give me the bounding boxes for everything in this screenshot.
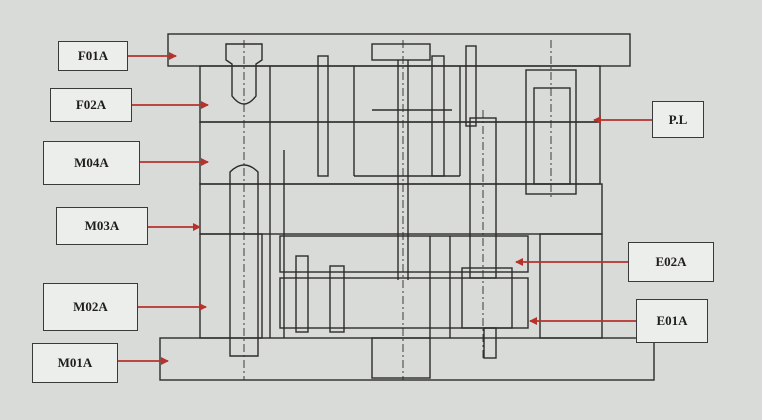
sprue-bushing-head xyxy=(371,43,431,61)
guide-pin-left xyxy=(229,164,259,357)
ejector-retainer-plate xyxy=(279,235,529,273)
cavity-plate xyxy=(199,65,601,123)
ejector-pin-right xyxy=(431,55,445,177)
ejector-pin-right-2 xyxy=(465,45,477,127)
label-f02a: F02A xyxy=(50,88,132,122)
guide-bushing-top xyxy=(225,43,263,105)
label-m03a: M03A xyxy=(56,207,148,245)
label-m01a: M01A xyxy=(32,343,118,383)
support-plate xyxy=(199,183,603,235)
guide-bushing-right xyxy=(525,69,577,195)
label-m02a: M02A xyxy=(43,283,138,331)
label-e01a: E01A xyxy=(636,299,708,343)
top-clamp-plate xyxy=(167,33,631,67)
spacer-block-right xyxy=(539,233,603,339)
label-e02a: E02A xyxy=(628,242,714,282)
spacer-block-left xyxy=(199,233,263,339)
core-plate xyxy=(199,121,601,185)
bottom-clamp-plate xyxy=(159,337,655,381)
ejector-pin-left-2 xyxy=(329,265,345,333)
label-m04a: M04A xyxy=(43,141,140,185)
label-pl: P.L xyxy=(652,101,704,138)
ejector-pin-left-3 xyxy=(295,255,309,333)
guide-bushing-right-inner xyxy=(533,87,571,185)
ejector-plate xyxy=(279,277,529,329)
return-pin-stub xyxy=(483,327,497,359)
label-f01a: F01A xyxy=(58,41,128,71)
knockout-hole xyxy=(371,337,431,379)
ejector-pin-left xyxy=(317,55,329,177)
